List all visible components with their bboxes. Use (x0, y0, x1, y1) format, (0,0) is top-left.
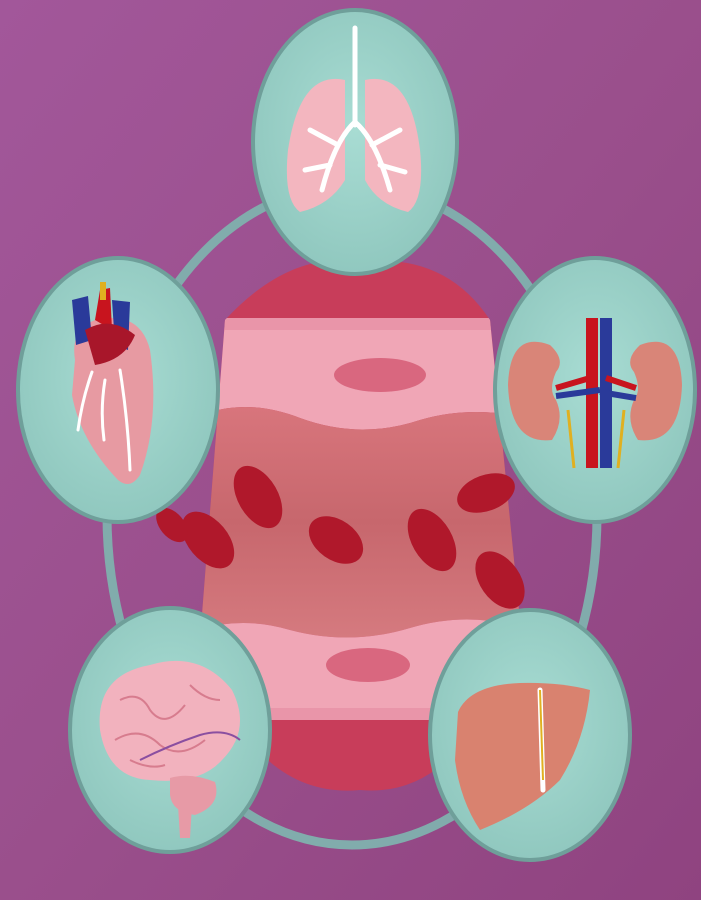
endothelial-nucleus-bottom (326, 648, 410, 682)
kidneys-medallion (495, 258, 695, 522)
vessel-lumen (190, 407, 530, 638)
liver-medallion (430, 610, 630, 860)
endothelial-nucleus-top (334, 358, 426, 392)
heart-medallion (18, 258, 218, 522)
lungs-medallion (253, 10, 457, 274)
brain-medallion (70, 608, 270, 852)
cerebrum (100, 661, 240, 781)
brain-stem (178, 805, 192, 838)
